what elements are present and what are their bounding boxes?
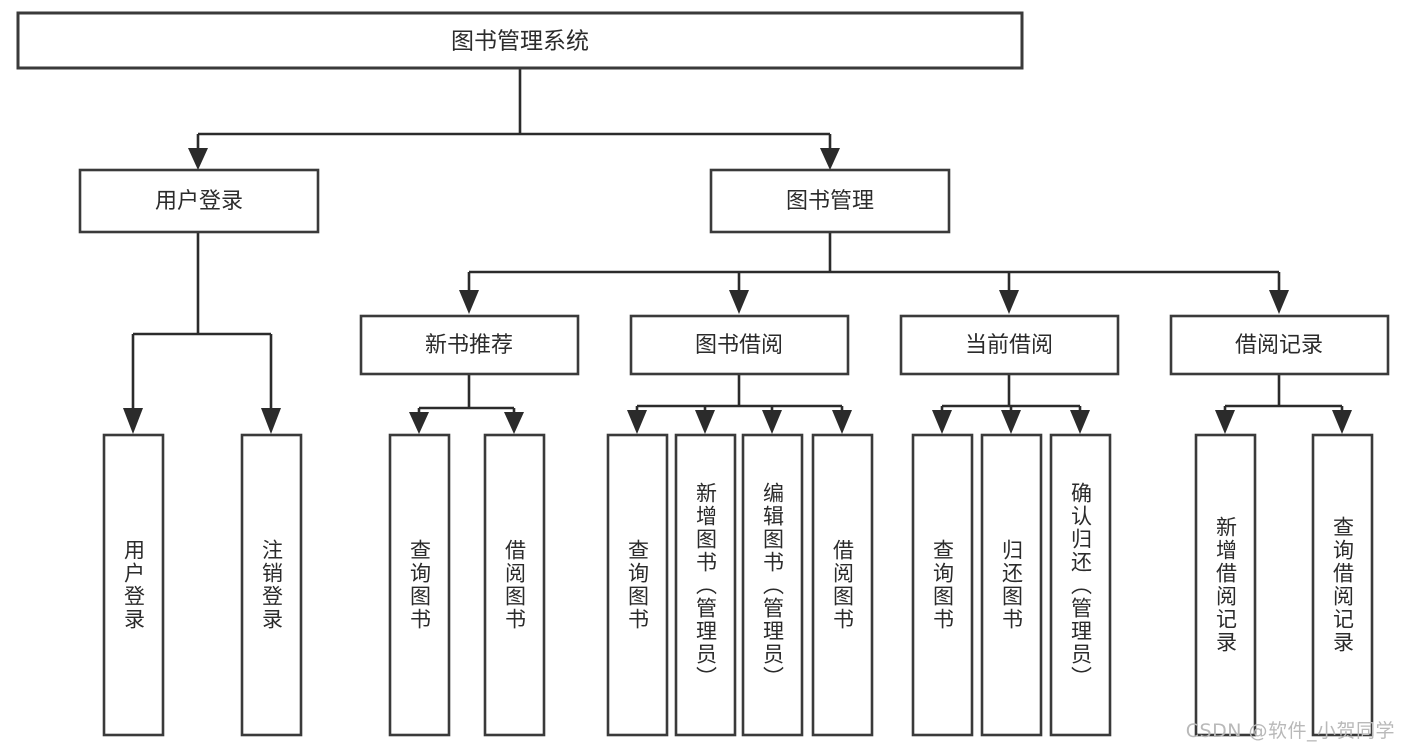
node-box[interactable] (674, 433, 737, 737)
node-label: 新书推荐 (425, 333, 513, 358)
arrow-head-icon (123, 408, 143, 434)
node-box[interactable] (811, 433, 874, 737)
arrow-head-icon (261, 408, 281, 434)
arrow-head-icon (627, 410, 647, 434)
arrow-head-icon (1269, 290, 1289, 314)
node-root[interactable]: 图书管理系统 (16, 11, 1024, 70)
node-box[interactable] (78, 168, 320, 234)
connector-currentborrow-to-leaves (932, 374, 1090, 434)
node-box[interactable] (1049, 433, 1112, 737)
node-box[interactable] (741, 433, 804, 737)
node-box[interactable] (388, 433, 451, 737)
arrow-head-icon (999, 290, 1019, 314)
node-label: 当前借阅 (965, 333, 1053, 358)
node-box[interactable] (1311, 433, 1374, 737)
node-label: 图书管理系统 (451, 29, 589, 55)
arrow-head-icon (820, 148, 840, 170)
node-box[interactable] (102, 433, 165, 737)
node-box[interactable] (240, 433, 303, 737)
node-borrow-record[interactable]: 借阅记录 (1169, 314, 1390, 376)
node-box[interactable] (1169, 314, 1390, 376)
node-book-management[interactable]: 图书管理 (709, 168, 951, 234)
arrow-head-icon (762, 410, 782, 434)
node-box[interactable] (709, 168, 951, 234)
arrow-head-icon (1215, 410, 1235, 434)
node-new-book-recommend[interactable]: 新书推荐 (359, 314, 580, 376)
node-label: 借阅记录 (1235, 333, 1323, 358)
leaf-boxes (102, 433, 1374, 737)
arrow-head-icon (1332, 410, 1352, 434)
connector-userlogin-to-leaves (123, 232, 281, 434)
node-label: 图书管理 (786, 189, 874, 214)
connector-borrowrecord-to-leaves (1215, 374, 1352, 434)
arrow-head-icon (188, 148, 208, 170)
node-current-borrow[interactable]: 当前借阅 (899, 314, 1120, 376)
node-label: 用户登录 (155, 189, 243, 214)
node-book-borrow[interactable]: 图书借阅 (629, 314, 850, 376)
arrow-head-icon (832, 410, 852, 434)
connector-newbook-to-leaves (409, 374, 524, 434)
arrow-head-icon (459, 290, 479, 314)
node-user-login[interactable]: 用户登录 (78, 168, 320, 234)
node-box[interactable] (911, 433, 974, 737)
connector-bookmgmt-to-level3 (459, 232, 1289, 314)
node-box[interactable] (1194, 433, 1257, 737)
node-box[interactable] (980, 433, 1043, 737)
arrow-head-icon (409, 412, 429, 434)
arrow-head-icon (932, 410, 952, 434)
connector-bookborrow-to-leaves (627, 374, 852, 434)
arrow-head-icon (1070, 410, 1090, 434)
node-box[interactable] (16, 11, 1024, 70)
node-box[interactable] (629, 314, 850, 376)
watermark: CSDN @软件_小贺同学 (1185, 720, 1395, 742)
arrow-head-icon (695, 410, 715, 434)
node-box[interactable] (899, 314, 1120, 376)
node-box[interactable] (359, 314, 580, 376)
arrow-head-icon (729, 290, 749, 314)
connector-root-to-level2 (188, 68, 840, 170)
arrow-head-icon (1001, 410, 1021, 434)
node-label: 图书借阅 (695, 333, 783, 358)
node-box[interactable] (606, 433, 669, 737)
node-box[interactable] (483, 433, 546, 737)
arrow-head-icon (504, 412, 524, 434)
